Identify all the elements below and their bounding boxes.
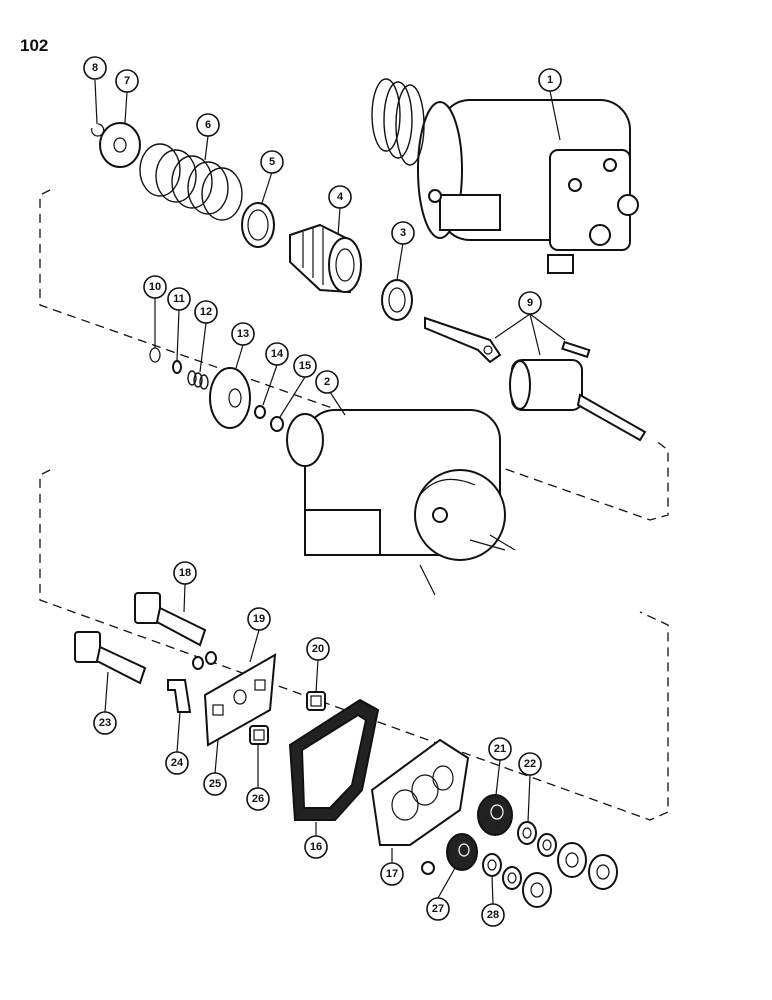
mounting-plate-17 bbox=[370, 738, 470, 846]
svg-text:23: 23 bbox=[99, 717, 111, 729]
svg-text:13: 13 bbox=[237, 328, 249, 340]
washer-11 bbox=[172, 360, 182, 374]
terminal-nut-21 bbox=[477, 794, 513, 836]
callout-25: 25 bbox=[203, 772, 227, 796]
svg-text:10: 10 bbox=[149, 281, 161, 293]
svg-text:20: 20 bbox=[312, 643, 324, 655]
callout-17: 17 bbox=[380, 862, 404, 886]
svg-text:15: 15 bbox=[299, 360, 311, 372]
svg-text:3: 3 bbox=[400, 227, 406, 239]
small-nut-17 bbox=[421, 861, 435, 875]
callout-27: 27 bbox=[426, 897, 450, 921]
pad-26 bbox=[249, 725, 269, 745]
callout-2: 2 bbox=[315, 370, 339, 394]
small-nut bbox=[192, 656, 204, 670]
snap-ring-8 bbox=[91, 123, 105, 137]
svg-text:16: 16 bbox=[310, 841, 322, 853]
svg-text:2: 2 bbox=[324, 376, 330, 388]
callout-3: 3 bbox=[391, 221, 415, 245]
svg-text:9: 9 bbox=[527, 297, 533, 309]
svg-text:28: 28 bbox=[487, 909, 499, 921]
callout-21: 21 bbox=[488, 737, 512, 761]
svg-text:6: 6 bbox=[205, 119, 211, 131]
washer-stack bbox=[482, 821, 618, 908]
callout-26: 26 bbox=[246, 787, 270, 811]
svg-text:24: 24 bbox=[171, 757, 184, 769]
svg-text:19: 19 bbox=[253, 613, 265, 625]
lower-group-boundary bbox=[39, 469, 669, 821]
svg-text:22: 22 bbox=[524, 758, 536, 770]
svg-text:25: 25 bbox=[209, 778, 221, 790]
callout-1: 1 bbox=[538, 68, 562, 92]
spring-6 bbox=[139, 143, 243, 221]
svg-text:8: 8 bbox=[92, 62, 98, 74]
leader-lines bbox=[94, 79, 566, 905]
clip-10 bbox=[149, 347, 161, 363]
svg-text:1: 1 bbox=[547, 74, 553, 86]
bracket-24 bbox=[167, 679, 192, 713]
svg-text:21: 21 bbox=[494, 743, 506, 755]
svg-text:4: 4 bbox=[337, 191, 344, 203]
gasket-16 bbox=[288, 698, 380, 821]
seal-ring-5 bbox=[241, 202, 275, 248]
callout-8: 8 bbox=[83, 56, 107, 80]
small-washer bbox=[205, 651, 217, 665]
nut-15 bbox=[270, 416, 284, 432]
callout-11: 11 bbox=[167, 287, 191, 311]
bolt-18 bbox=[134, 592, 207, 647]
callout-19: 19 bbox=[247, 607, 271, 631]
svg-text:5: 5 bbox=[269, 156, 275, 168]
washer-3 bbox=[381, 279, 413, 321]
svg-text:26: 26 bbox=[252, 793, 264, 805]
solenoid-assembly bbox=[371, 78, 639, 274]
callout-14: 14 bbox=[265, 342, 289, 366]
callout-18: 18 bbox=[173, 561, 197, 585]
bolt-23 bbox=[74, 631, 147, 685]
callout-6: 6 bbox=[196, 113, 220, 137]
callout-24: 24 bbox=[165, 751, 189, 775]
callout-13: 13 bbox=[231, 322, 255, 346]
plunger-boot bbox=[289, 223, 362, 294]
spring-12 bbox=[187, 370, 209, 390]
callout-7: 7 bbox=[115, 69, 139, 93]
callout-10: 10 bbox=[143, 275, 167, 299]
callout-28: 28 bbox=[481, 903, 505, 927]
svg-text:7: 7 bbox=[124, 75, 130, 87]
callout-5: 5 bbox=[260, 150, 284, 174]
svg-text:27: 27 bbox=[432, 903, 444, 915]
svg-text:14: 14 bbox=[271, 348, 284, 360]
callout-22: 22 bbox=[518, 752, 542, 776]
svg-text:17: 17 bbox=[386, 868, 398, 880]
svg-text:12: 12 bbox=[200, 306, 212, 318]
svg-text:11: 11 bbox=[173, 293, 185, 305]
callout-23: 23 bbox=[93, 711, 117, 735]
pad-20 bbox=[306, 691, 326, 711]
terminal-nut-27 bbox=[446, 833, 478, 871]
callout-16: 16 bbox=[304, 835, 328, 859]
callout-9: 9 bbox=[518, 291, 542, 315]
solenoid-housing bbox=[286, 409, 516, 596]
cup-washer-7 bbox=[99, 122, 141, 168]
plunger-assembly-9 bbox=[424, 316, 647, 442]
insulator-plate-25 bbox=[203, 653, 277, 747]
washer-14 bbox=[254, 405, 266, 419]
svg-text:18: 18 bbox=[179, 567, 191, 579]
disc-13 bbox=[209, 367, 251, 429]
callout-20: 20 bbox=[306, 637, 330, 661]
upper-group-boundary bbox=[39, 189, 669, 521]
page-number: 102 bbox=[20, 36, 49, 55]
callout-12: 12 bbox=[194, 300, 218, 324]
callout-4: 4 bbox=[328, 185, 352, 209]
callout-15: 15 bbox=[293, 354, 317, 378]
